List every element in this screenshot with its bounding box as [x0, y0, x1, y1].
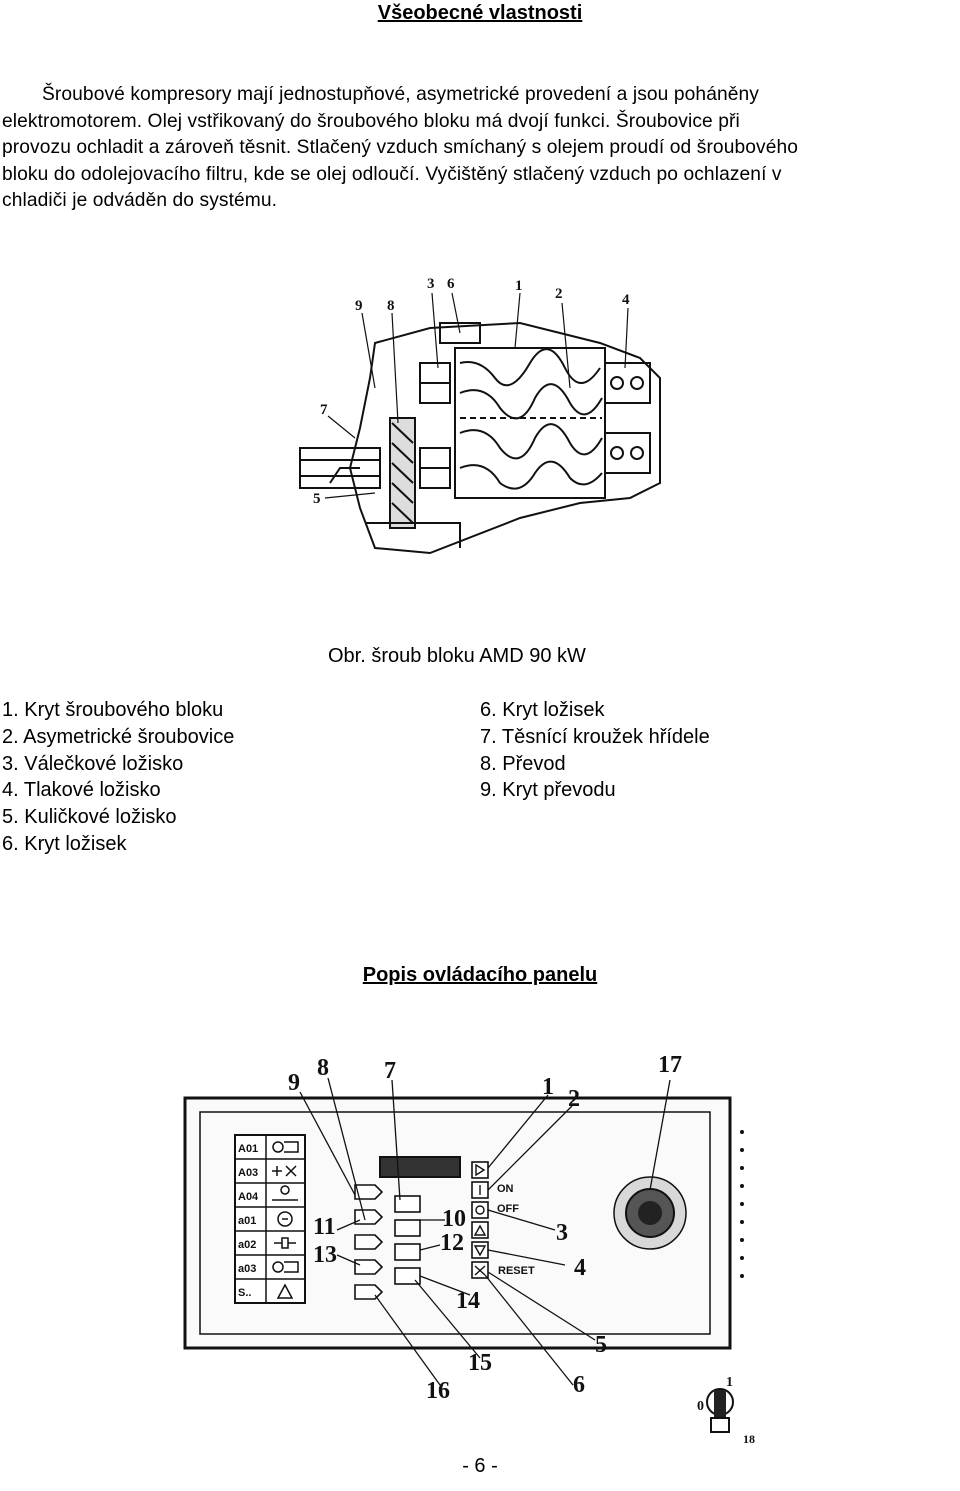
up-arrow-icon: [473, 1224, 487, 1236]
panel-callout-10: 10: [442, 1206, 466, 1232]
panel-callout-5: 5: [595, 1332, 607, 1358]
callout-3: 3: [427, 276, 435, 292]
panel-title: Popis ovládacího panelu: [362, 964, 598, 986]
list-item: 9. Kryt převodu: [480, 779, 616, 802]
parts-list-left: 1. Kryt šroubového bloku 2. Asymetrické …: [2, 697, 234, 858]
callout-6: 6: [447, 276, 455, 292]
panel-callout-13: 13: [313, 1242, 337, 1268]
list-item: 4. Tlakové ložisko: [2, 779, 161, 802]
key-switch-icon: [706, 1388, 734, 1433]
paragraph-line: bloku do odolejovacího filtru, kde se ol…: [2, 163, 782, 185]
fault-symbol-icon: [272, 1141, 299, 1299]
callout-5: 5: [313, 491, 321, 507]
panel-callout-17: 17: [658, 1052, 682, 1078]
paragraph-line: elektromotorem. Olej vstřikovaný do šrou…: [2, 110, 740, 132]
code-a03: A03: [238, 1167, 258, 1179]
code-a02-lower: a02: [238, 1239, 256, 1251]
list-item: 6. Kryt ložisek: [2, 832, 127, 855]
key-label-1: 1: [726, 1375, 733, 1390]
panel-callout-15: 15: [468, 1350, 492, 1376]
list-item: 2. Asymetrické šroubovice: [2, 725, 235, 748]
off-icon: [475, 1205, 485, 1215]
code-a03-lower: a03: [238, 1263, 256, 1275]
parts-list-right: 6. Kryt ložisek 7. Těsnící kroužek hříde…: [480, 697, 710, 804]
callout-9: 9: [355, 298, 363, 314]
key-label-18: 18: [743, 1432, 755, 1446]
paragraph-line: provozu ochladit a zároveň těsnit. Stlač…: [2, 137, 799, 158]
panel-callout-11: 11: [313, 1214, 336, 1240]
screw-block-drawing: 9 8 3 6 1 2 4 7 5: [299, 276, 661, 555]
reset-icon: [474, 1265, 486, 1276]
panel-callout-9: 9: [288, 1070, 300, 1096]
panel-callout-2: 2: [568, 1086, 580, 1112]
paragraph-line: Šroubové kompresory mají jednostupňové, …: [42, 84, 759, 105]
panel-callout-16: 16: [426, 1378, 450, 1404]
start-icon: [475, 1163, 486, 1177]
control-panel-drawing: A01 A03 A04 a01 a02 a03 S..: [183, 1052, 755, 1446]
reset-label: RESET: [498, 1265, 535, 1277]
figure-caption: Obr. šroub bloku AMD 90 kW: [328, 645, 586, 667]
list-item: 6. Kryt ložisek: [480, 699, 605, 721]
panel-callout-12: 12: [440, 1230, 464, 1256]
callout-2: 2: [555, 286, 563, 302]
code-a04: A04: [238, 1191, 259, 1203]
list-item: 8. Převod: [480, 752, 566, 775]
panel-callout-1: 1: [542, 1074, 554, 1100]
panel-callout-7: 7: [384, 1058, 396, 1084]
panel-callout-3: 3: [556, 1220, 568, 1246]
section-title: Všeobecné vlastnosti: [377, 2, 583, 24]
code-a01-lower: a01: [238, 1215, 256, 1227]
off-label: OFF: [497, 1203, 519, 1215]
list-item: 5. Kuličkové ložisko: [2, 806, 177, 829]
list-item: 7. Těsnící kroužek hřídele: [480, 725, 710, 748]
panel-callout-14: 14: [456, 1288, 480, 1314]
key-label-0: 0: [697, 1399, 704, 1414]
list-item: 3. Válečkové ložisko: [2, 752, 184, 775]
emergency-stop-knob: [613, 1176, 687, 1250]
list-item: 1. Kryt šroubového bloku: [2, 699, 224, 721]
paragraph-line: chladiči je odváděn do systému.: [2, 190, 278, 211]
panel-callout-4: 4: [574, 1255, 586, 1281]
down-arrow-icon: [473, 1245, 487, 1257]
intro-paragraph: Šroubové kompresory mají jednostupňové, …: [2, 82, 960, 215]
callout-4: 4: [622, 292, 630, 308]
on-label: ON: [497, 1183, 514, 1195]
callout-7: 7: [320, 402, 328, 418]
panel-callout-6: 6: [573, 1372, 585, 1398]
callout-1: 1: [515, 278, 523, 294]
callout-8: 8: [387, 298, 395, 314]
page-number: - 6 -: [462, 1455, 498, 1477]
code-s: S..: [238, 1287, 251, 1299]
code-a01: A01: [238, 1143, 258, 1155]
panel-callout-8: 8: [317, 1055, 329, 1081]
